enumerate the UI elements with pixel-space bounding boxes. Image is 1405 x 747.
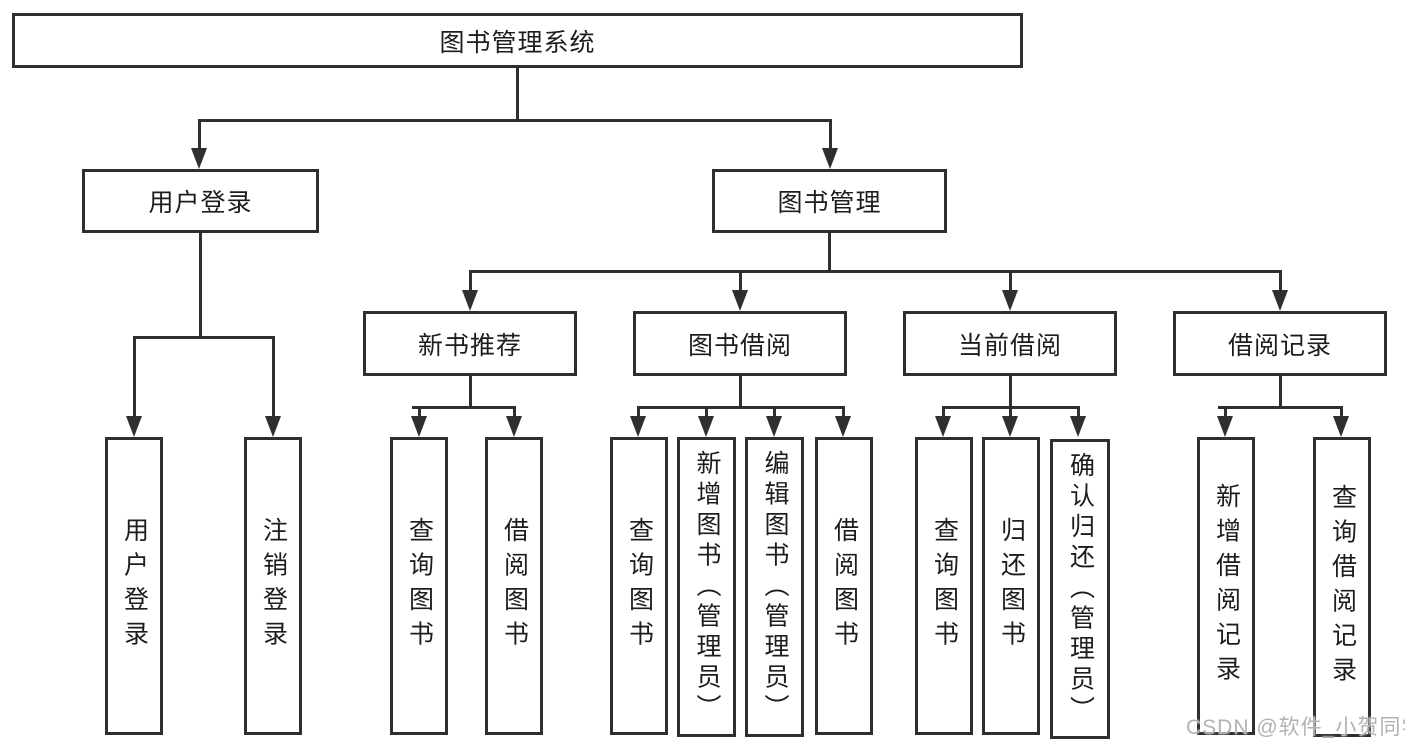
connector-hline [412,406,516,409]
connector-hline [469,270,1282,273]
leaf-borrow-books-recommend: 借阅图书 [485,437,543,735]
leaf-query-borrow-record: 查询借阅记录 [1313,437,1371,737]
connector-arrow-down [265,338,282,437]
connector-arrow-down [935,408,952,437]
connector-arrow-down [126,338,143,437]
node-new-book-recommendation: 新书推荐 [363,311,577,376]
node-library-management-system: 图书管理系统 [12,13,1023,68]
connector-vline [828,233,831,272]
connector-vline [739,376,742,408]
connector-arrow-down [411,408,428,437]
connector-vline [516,68,519,121]
leaf-logout-login: 注销登录 [244,437,302,735]
watermark: CSDN @软件_小贺同学 [1186,716,1405,739]
node-borrowing-records: 借阅记录 [1173,311,1387,376]
connector-arrow-down [1272,272,1289,311]
leaf-query-books-current: 查询图书 [915,437,973,735]
connector-arrow-down [1333,408,1350,437]
connector-arrow-down [732,272,749,311]
connector-arrow-down [698,408,715,437]
connector-hline [1218,406,1343,409]
leaf-edit-books-admin: 编辑图书（管理员） [745,437,804,737]
leaf-user-login: 用户登录 [105,437,163,735]
node-book-management: 图书管理 [712,169,947,233]
connector-arrow-down [630,408,647,437]
node-current-borrowing: 当前借阅 [903,311,1117,376]
connector-arrow-down [506,408,523,437]
connector-hline [637,406,845,409]
connector-arrow-down [462,272,479,311]
leaf-confirm-return-admin: 确认归还（管理员） [1050,439,1110,739]
connector-vline [1009,376,1012,408]
leaf-add-books-admin: 新增图书（管理员） [677,437,736,737]
node-user-login: 用户登录 [82,169,319,233]
leaf-borrow-books-borrowing: 借阅图书 [815,437,873,735]
connector-hline [942,406,1080,409]
connector-arrow-down [1070,408,1087,437]
connector-arrow-down [1002,272,1019,311]
connector-arrow-down [766,408,783,437]
leaf-query-books-borrowing: 查询图书 [610,437,668,735]
leaf-return-books: 归还图书 [982,437,1040,735]
connector-vline [1279,376,1282,408]
connector-arrow-down [191,121,208,169]
connector-arrow-down [1217,408,1234,437]
connector-arrow-down [835,408,852,437]
node-book-borrowing: 图书借阅 [633,311,847,376]
connector-hline [133,336,275,339]
connector-vline [199,233,202,338]
connector-vline [469,376,472,408]
connector-hline [198,119,832,122]
connector-arrow-down [1002,408,1019,437]
leaf-query-books-recommend: 查询图书 [390,437,448,735]
connector-arrow-down [822,121,839,169]
leaf-add-borrow-record: 新增借阅记录 [1197,437,1255,735]
